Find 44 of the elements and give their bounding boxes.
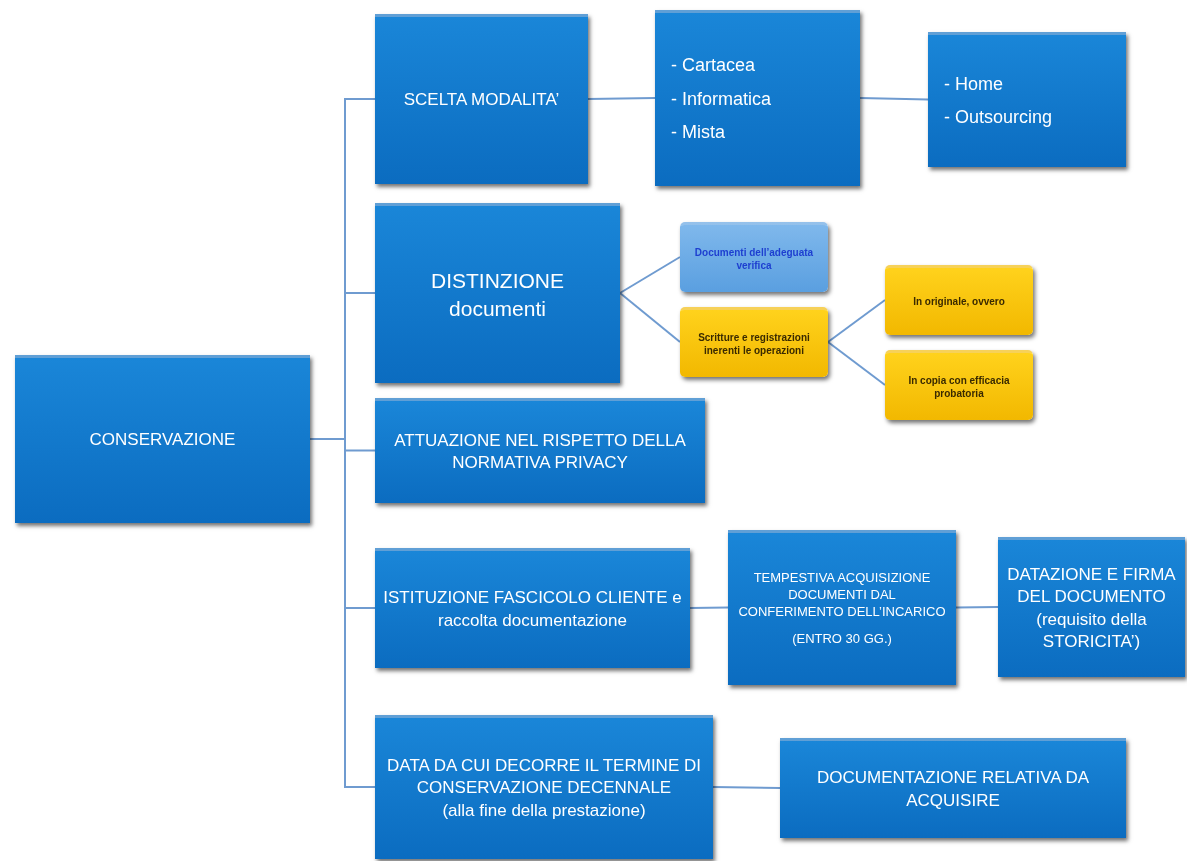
- box-text: In copia con efficacia probatoria: [907, 373, 1011, 400]
- box-text: Scritture e registrazioni inerenti le operazioni: [697, 330, 811, 357]
- process-box: [375, 548, 690, 668]
- process-box: [375, 14, 588, 184]
- process-box: [680, 222, 828, 292]
- process-box: [375, 398, 705, 503]
- box-text: ATTUAZIONE NEL RISPETTO DELLA NORMATIVA PRIVACY: [393, 429, 687, 474]
- box-text: SCELTA MODALITA’: [403, 89, 560, 112]
- connector-line: [587, 97, 656, 100]
- connector-line: [619, 256, 681, 294]
- box-text: DATAZIONE E FIRMA DEL DOCUMENTO (requisito della STORICITA’): [1006, 564, 1177, 653]
- box-text: In originale, ovvero: [913, 295, 1005, 308]
- box-text: (alla fine della prestazione): [442, 799, 646, 822]
- connector-line: [955, 606, 999, 609]
- process-box: [375, 715, 713, 859]
- process-box: [885, 265, 1033, 335]
- process-box: [680, 307, 828, 377]
- process-box: [998, 537, 1185, 677]
- connector-line: [827, 299, 886, 343]
- box-text: DOCUMENTAZIONE RELATIVA DA ACQUISIRE: [815, 767, 1090, 812]
- connector-line: [712, 786, 781, 789]
- box-text: - Mista: [671, 121, 725, 145]
- connector-line: [827, 341, 886, 386]
- box-text: TEMPESTIVA ACQUISIZIONE DOCUMENTI DAL CONFERIMENTO DELL’INCARICO: [737, 570, 947, 621]
- process-box: [655, 10, 860, 186]
- process-box: [780, 738, 1126, 838]
- process-box: [728, 530, 956, 685]
- box-text: CONSERVAZIONE: [89, 429, 236, 452]
- box-text: DISTINZIONE documenti: [430, 268, 565, 322]
- process-box: [928, 32, 1126, 167]
- box-text: - Informatica: [671, 87, 772, 111]
- box-text: - Outsourcing: [944, 106, 1053, 129]
- process-box: [15, 355, 310, 523]
- box-text: (ENTRO 30 GG.): [792, 630, 892, 648]
- process-box: [885, 350, 1033, 420]
- process-box: [375, 203, 620, 383]
- connector-line: [619, 292, 681, 343]
- box-text: - Home: [944, 72, 1003, 96]
- box-text: ISTITUZIONE FASCICOLO CLIENTE e raccolta documentazione: [383, 587, 682, 632]
- box-text: - Cartacea: [671, 54, 756, 78]
- connector-line: [859, 97, 929, 101]
- connector-line: [689, 606, 729, 609]
- box-text: DATA DA CUI DECORRE IL TERMINE DI CONSERVAZIONE DECENNALE: [386, 755, 702, 800]
- box-text: Documenti dell’adeguata verifica: [693, 245, 815, 272]
